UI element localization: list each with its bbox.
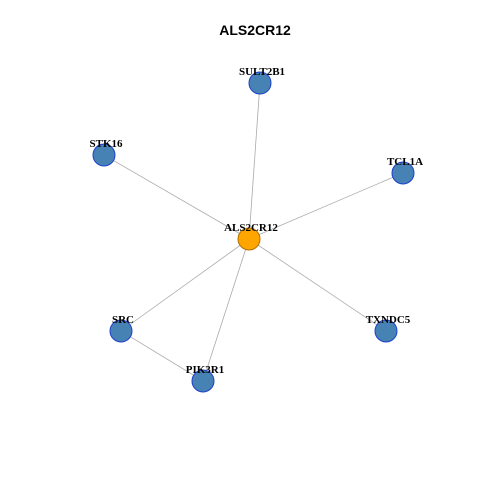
node-txndc5[interactable]	[374, 319, 398, 343]
node-sult2b1[interactable]	[248, 71, 272, 95]
edge-als2cr12-pik3r1	[202, 238, 250, 382]
node-tcl1a[interactable]	[391, 161, 415, 185]
node-label-tcl1a: TCL1A	[387, 156, 423, 168]
node-label-src: SRC	[112, 314, 134, 326]
node-label-pik3r1: PIK3R1	[186, 364, 225, 376]
node-label-als2cr12: ALS2CR12	[224, 222, 278, 234]
edge-layer	[103, 82, 404, 382]
edge-als2cr12-stk16	[103, 154, 250, 240]
node-stk16[interactable]	[92, 143, 116, 167]
edge-als2cr12-sult2b1	[248, 82, 261, 240]
node-label-sult2b1: SULT2B1	[239, 66, 285, 78]
node-label-txndc5: TXNDC5	[366, 314, 411, 326]
diagram-title: ALS2CR12	[219, 22, 291, 38]
edge-als2cr12-txndc5	[248, 238, 387, 332]
node-layer	[92, 71, 415, 393]
edge-als2cr12-tcl1a	[248, 172, 404, 240]
edge-als2cr12-src	[120, 238, 250, 332]
node-src[interactable]	[109, 319, 133, 343]
node-als2cr12[interactable]	[237, 227, 261, 251]
node-label-stk16: STK16	[89, 138, 123, 150]
edge-src-pik3r1	[120, 330, 204, 382]
node-pik3r1[interactable]	[191, 369, 215, 393]
